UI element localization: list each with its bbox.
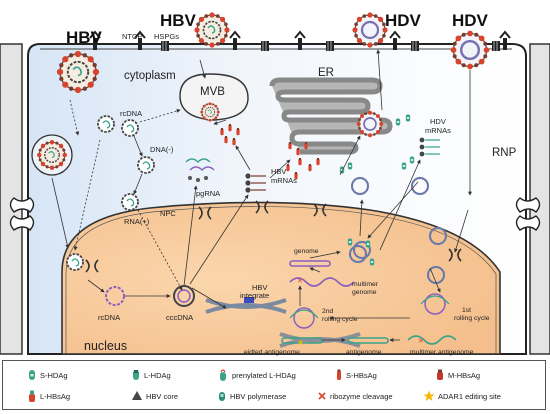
pgrna-cluster — [185, 158, 215, 182]
hdv-virion-entering — [449, 29, 491, 71]
label-multimer-genome-1: multimer — [352, 281, 379, 288]
legend-label: S-HBsAg — [346, 370, 377, 380]
label-npc: NPC — [160, 209, 176, 218]
hbv-integrate-chromosome — [205, 297, 287, 314]
label-hbv-integrate-2: integrate — [240, 291, 269, 300]
antigenome-rods: ★ — [281, 337, 389, 347]
label-rcdna-cyto: rcDNA — [120, 109, 142, 118]
label-hbv-integrate-1: HBV — [252, 283, 267, 292]
endosome — [31, 134, 73, 176]
label-hdv-mrnas-2: mRNAs — [425, 126, 451, 135]
label-first-rolling-1: 1st — [462, 307, 471, 314]
tight-junction-left — [9, 197, 35, 231]
label-hbv-mrnas-2: mRNAs — [271, 176, 297, 185]
label-rcdna-nuc: rcDNA — [98, 313, 120, 322]
legend-label: L-HDAg — [144, 370, 171, 380]
legend-label: M-HBsAg — [448, 370, 481, 380]
s-hbsag-icon — [337, 369, 341, 380]
legend-label: S-HDAg — [40, 370, 68, 380]
label-antigenome: antigenome — [346, 349, 382, 356]
label-second-rolling-1: 2nd — [322, 308, 334, 315]
hbv-core-icon — [132, 391, 142, 400]
label-hbv-left: HBV — [66, 28, 103, 47]
svg-text:★: ★ — [297, 338, 304, 347]
adar1-editing-site-icon — [423, 390, 435, 401]
label-dna-minus: DNA(-) — [150, 145, 174, 154]
hbv-mrnas — [245, 173, 266, 193]
label-rna-plus: RNA(+) — [124, 217, 150, 226]
mvb-organelle — [179, 73, 249, 123]
legend-item-hbv-polymerase: HBV polymerase — [217, 390, 286, 402]
label-genome: genome — [294, 248, 319, 255]
svg-text:✕: ✕ — [418, 337, 424, 345]
label-multimer-antigenome: multimer antigenome — [410, 349, 474, 356]
hbv-virion-released — [193, 11, 231, 49]
label-edited-antigenome: eidted antigenome — [244, 349, 300, 356]
hbv-polymerase-icon — [219, 392, 225, 401]
legend-item-m-hbsag: M-HBsAg — [435, 369, 480, 381]
label-hbv-mrnas-1: HBV — [271, 167, 286, 176]
label-ntcp: NTCP — [122, 32, 142, 41]
label-hspgs: HSPGs — [154, 32, 179, 41]
label-cytoplasm: cytoplasm — [124, 70, 176, 82]
hdv-virion-released — [351, 11, 389, 49]
legend-label: prenylated L-HDAg — [232, 370, 296, 380]
tight-junction-right — [515, 197, 541, 231]
legend-item-l-hbsag: L-HBsAg — [27, 390, 70, 402]
label-er: ER — [318, 67, 334, 79]
label-hdv-mid: HDV — [385, 11, 422, 30]
legend-item-l-hdag: L-HDAg — [131, 369, 171, 381]
legend-item-ribozyme-cleavage: ribozyme cleavage — [317, 390, 393, 402]
nucleus — [61, 201, 501, 355]
legend-item-prenylated-l-hdag: prenylated L-HDAg — [217, 369, 296, 381]
label-nucleus: nucleus — [84, 339, 127, 353]
label-hdv-right: HDV — [452, 11, 489, 30]
legend-label: L-HBsAg — [40, 391, 71, 401]
rcdna-nuclear — [105, 286, 125, 306]
label-pgrna: pgRNA — [196, 189, 220, 198]
s-hdag-icon — [29, 370, 35, 380]
label-rnp: RNP — [492, 147, 517, 159]
legend-label: ADAR1 editing site — [438, 391, 501, 401]
l-hdag-icon — [133, 370, 139, 380]
label-cccdna: cccDNA — [166, 313, 193, 322]
legend-label: HBV core — [146, 391, 179, 401]
label-multimer-genome-2: genome — [352, 289, 377, 296]
multimer-genome: ✕ — [289, 277, 355, 287]
er-organelle — [269, 77, 393, 155]
legend-label: HBV polymerase — [230, 391, 287, 401]
hdv-mrnas — [339, 114, 440, 174]
legend-item-s-hdag: S-HDAg — [27, 369, 68, 381]
m-hbsag-icon — [437, 369, 443, 380]
label-first-rolling-2: rolling cycle — [454, 315, 490, 322]
legend-label: ribozyme cleavage — [330, 391, 393, 401]
prenylated-l-hdag-icon — [220, 369, 226, 381]
legend-item-adar1-editing-site: ADAR1 editing site — [423, 390, 501, 402]
hdv-genome-rod — [289, 260, 331, 267]
legend-item-s-hbsag: S-HBsAg — [335, 369, 377, 381]
ribozyme-cleavage-icon — [318, 392, 326, 400]
svg-text:✕: ✕ — [297, 277, 303, 285]
multimer-antigenome: ✕ — [407, 335, 457, 345]
l-hbsag-icon — [29, 390, 35, 402]
label-hdv-mrnas-1: HDV — [430, 117, 446, 126]
legend-item-hbv-core: HBV core — [131, 390, 178, 402]
process-arrows — [51, 49, 472, 342]
hbv-virion-entering — [55, 49, 101, 95]
label-mvb: MVB — [200, 86, 225, 98]
second-rolling-circle — [289, 307, 319, 329]
label-second-rolling-2: rolling cycle — [322, 316, 358, 323]
first-rolling-circle — [420, 265, 450, 315]
label-hbv-top: HBV — [160, 11, 197, 30]
legend: S-HDAg L-HDAg prenylated L-HDAg S-HBsAg … — [2, 360, 546, 410]
